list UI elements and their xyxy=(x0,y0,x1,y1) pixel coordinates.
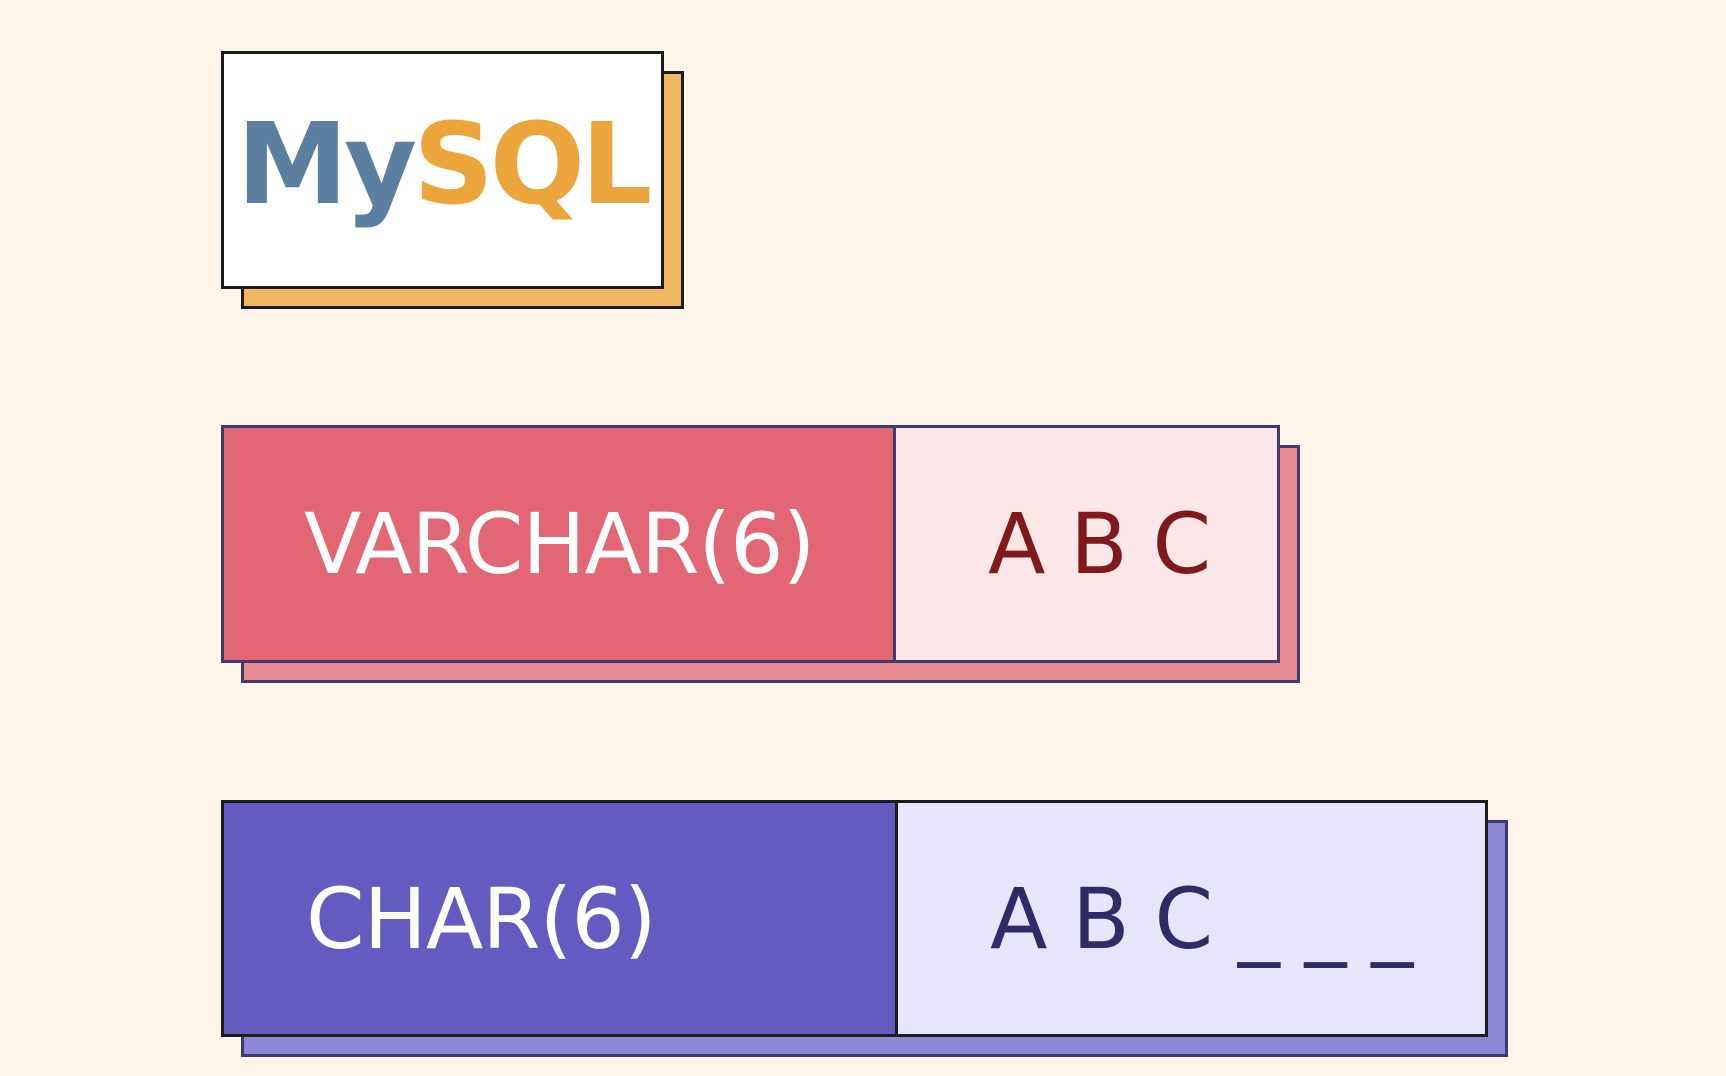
char-row-face: CHAR(6) A B C _ _ _ xyxy=(221,800,1488,1037)
varchar-stored-value: A B C xyxy=(896,428,1277,660)
char-row: CHAR(6) A B C _ _ _ xyxy=(221,800,1508,1057)
char-type-label: CHAR(6) xyxy=(224,803,898,1034)
varchar-row-face: VARCHAR(6) A B C xyxy=(221,425,1280,663)
varchar-row: VARCHAR(6) A B C xyxy=(221,425,1300,683)
logo-sql-text: SQL xyxy=(413,100,652,230)
mysql-logo: MySQL xyxy=(237,109,653,221)
mysql-logo-card: MySQL xyxy=(221,51,684,309)
varchar-type-label: VARCHAR(6) xyxy=(224,428,896,660)
logo-my-text: My xyxy=(236,100,417,230)
logo-card-face: MySQL xyxy=(221,51,664,289)
char-stored-value: A B C _ _ _ xyxy=(898,803,1485,1034)
